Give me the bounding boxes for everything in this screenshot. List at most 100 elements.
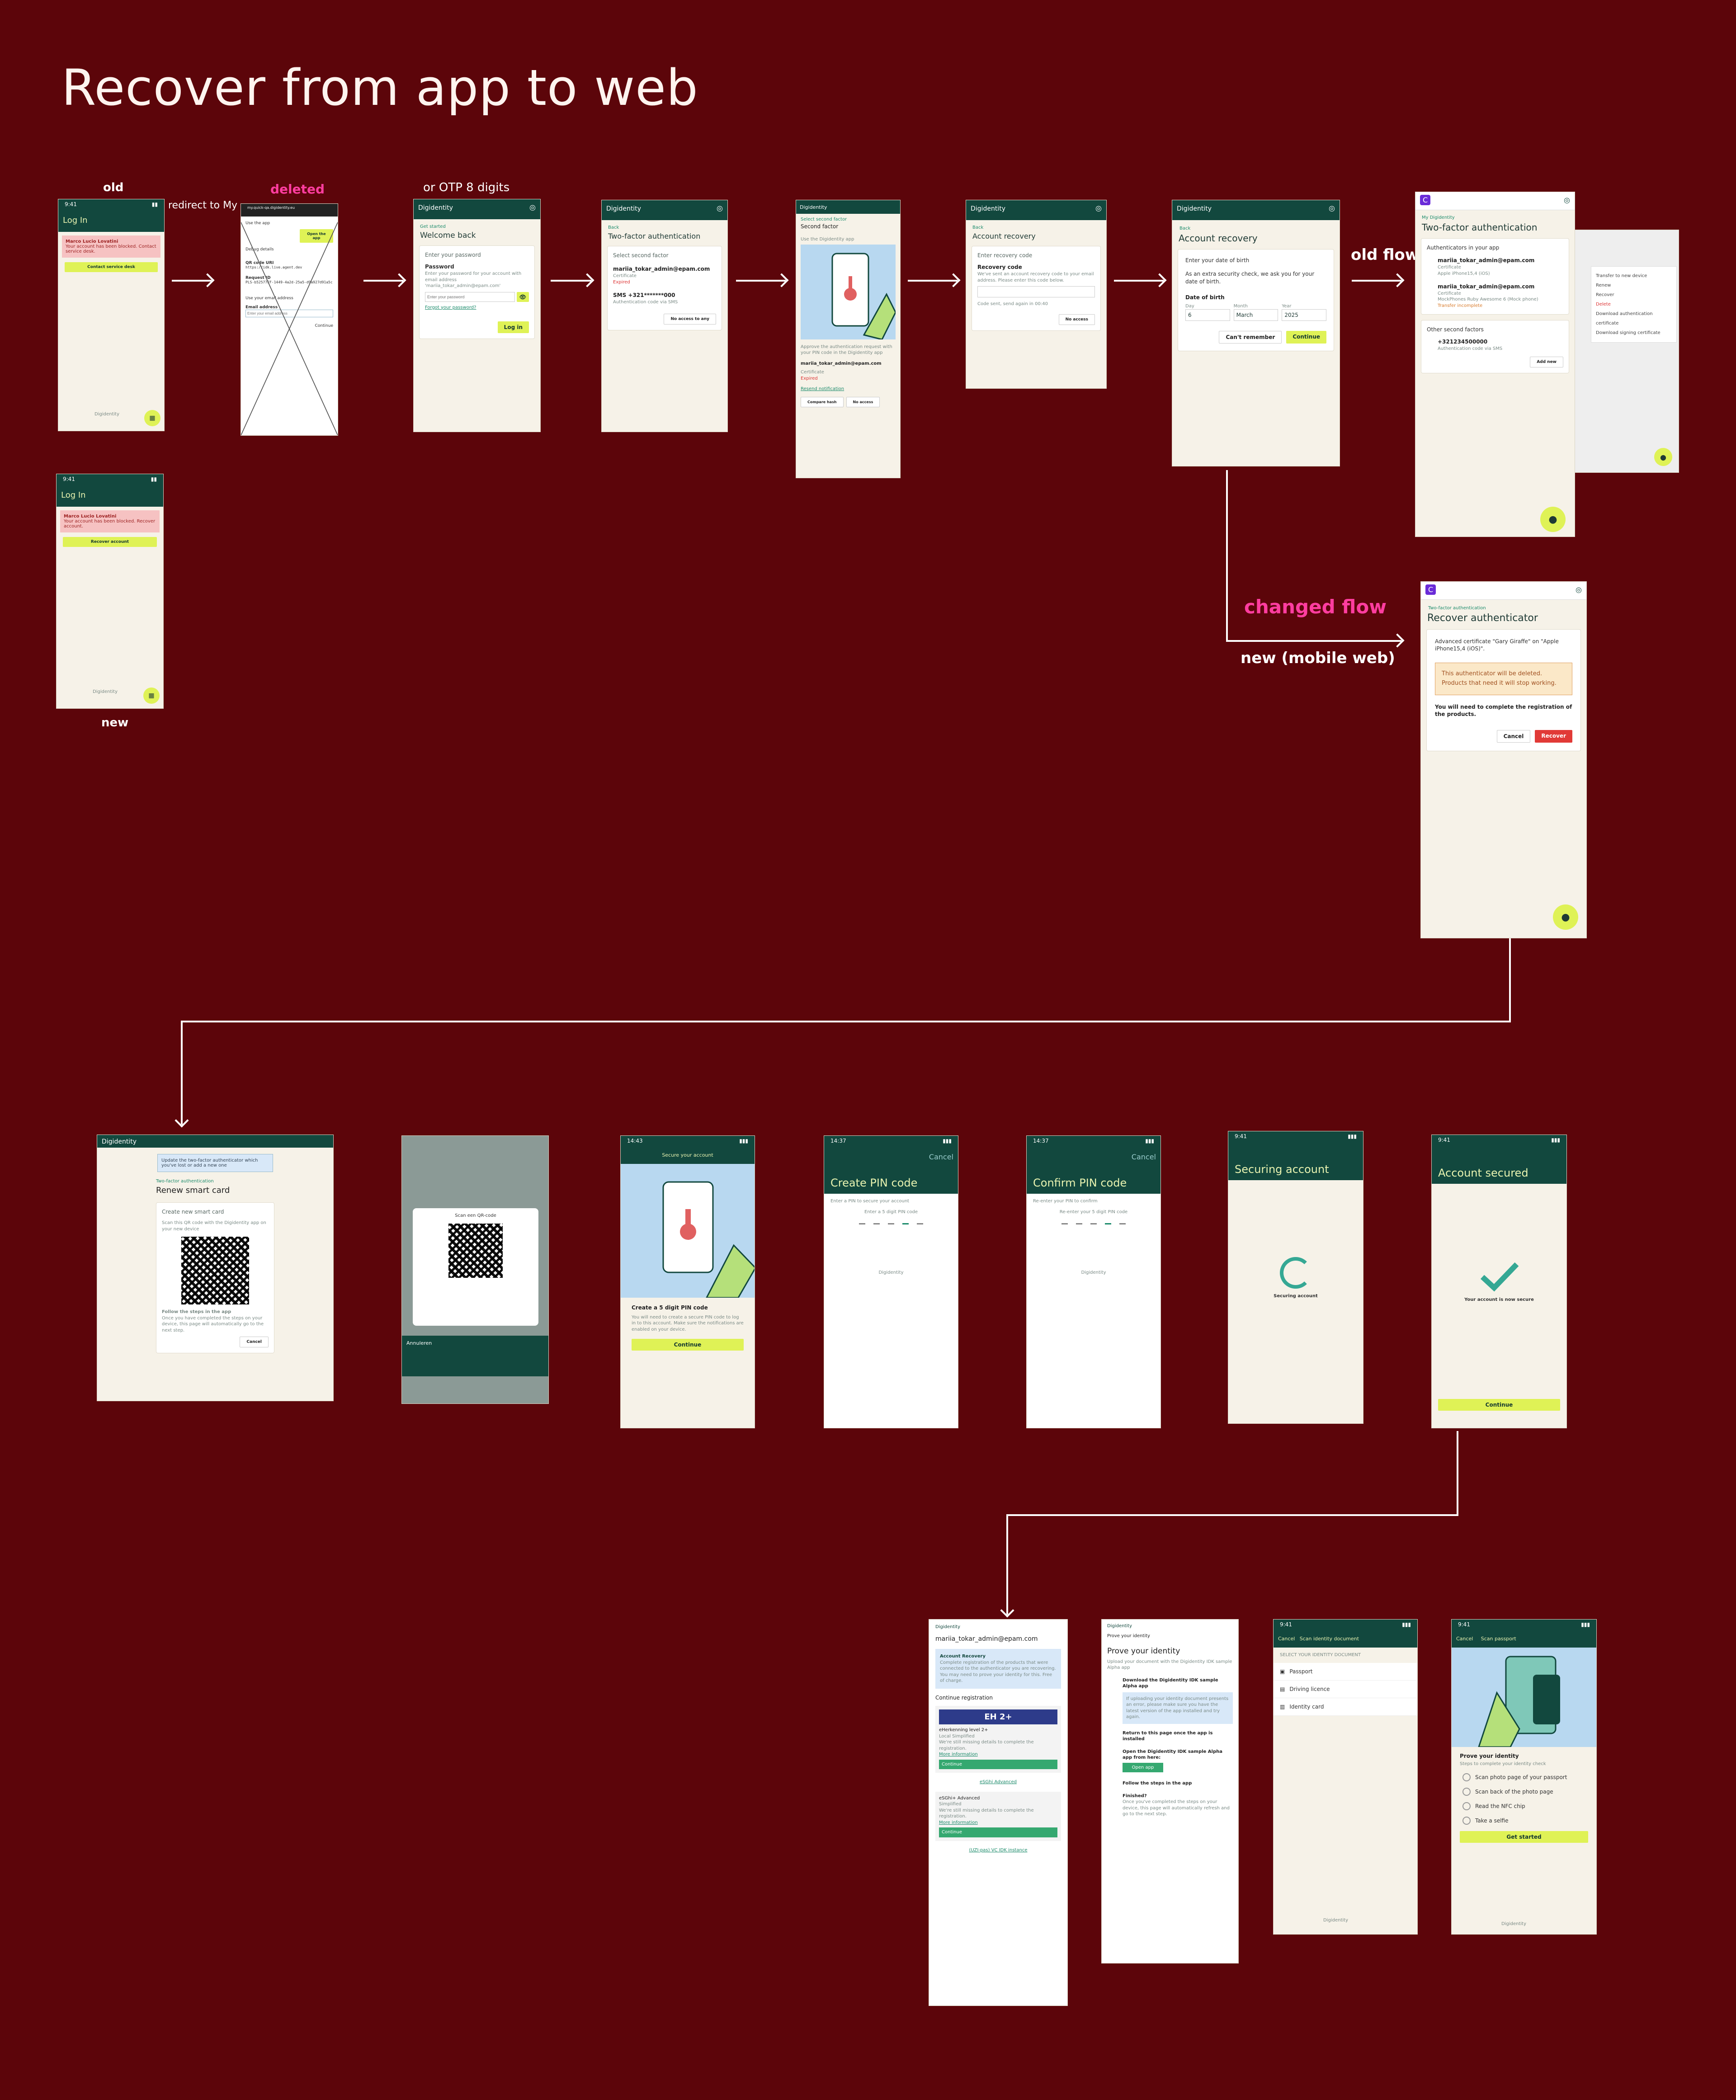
compare-hash-button[interactable]: Compare hash (801, 396, 844, 407)
continue-link[interactable]: Continue (315, 324, 333, 328)
menu-delete[interactable]: Delete (1596, 302, 1611, 307)
alert-title: Marco Lucio Lovatini (64, 514, 117, 519)
product-text: We're still missing details to complete … (939, 1808, 1034, 1819)
back-link[interactable]: Back (1179, 226, 1191, 231)
check-label: Take a selfie (1475, 1817, 1509, 1824)
login-button[interactable]: Log in (497, 321, 529, 334)
year-select[interactable]: 2025 (1282, 309, 1327, 321)
cancel-link[interactable]: Cancel (929, 1153, 953, 1161)
menu-renew[interactable]: Renew (1596, 283, 1611, 288)
menu-recover[interactable]: Recover (1596, 292, 1614, 297)
factor-name: mariia_tokar_admin@epam.com (613, 266, 710, 273)
authenticator-item[interactable]: mariia_tokar_admin@epam.com Certificate … (1427, 257, 1563, 277)
label-new: new (101, 716, 129, 730)
screen-my-authenticators: C◎ My Digidentity Two-factor authenticat… (1415, 192, 1575, 537)
continue-button[interactable]: Continue (1286, 331, 1326, 344)
scan-footer[interactable]: Annuleren (402, 1336, 548, 1376)
forgot-password-link[interactable]: Forgot your password? (425, 305, 476, 310)
screen-title: Securing account (1235, 1163, 1329, 1176)
continue-button[interactable]: Continue (632, 1339, 744, 1351)
signal-icon: ▮▮▮ (1402, 1621, 1411, 1628)
screen-title: Log In (61, 490, 86, 500)
chat-icon[interactable]: ● (1654, 448, 1672, 466)
cant-remember-button[interactable]: Can't remember (1219, 331, 1282, 344)
more-info-link[interactable]: More information (939, 1752, 978, 1757)
document-driving-licence[interactable]: ▤Driving licence (1274, 1680, 1417, 1698)
step-5: Finished? (1123, 1793, 1147, 1799)
factor-option-cert[interactable]: mariia_tokar_admin@epam.com Certificate … (613, 265, 716, 285)
breadcrumb[interactable]: My Digidentity (1422, 215, 1455, 220)
step-label: Get started (420, 224, 446, 229)
warning-box: This authenticator will be deleted. Prod… (1435, 663, 1572, 695)
globe-icon[interactable]: ◎ (529, 203, 536, 212)
continue-button[interactable]: Continue (1438, 1399, 1560, 1411)
recover-account-button[interactable]: Recover account (63, 537, 157, 547)
step-2: Follow the steps in the app (162, 1309, 231, 1315)
cancel-link[interactable]: Cancel (1131, 1153, 1156, 1161)
chat-icon[interactable]: ● (1540, 507, 1566, 532)
continue-button[interactable]: Continue (939, 1827, 1057, 1837)
web-header: Digidentity◎ (1172, 200, 1340, 220)
resend-link[interactable]: Resend notification (801, 386, 844, 392)
breadcrumb[interactable]: Two-factor authentication (156, 1179, 214, 1184)
breadcrumb[interactable]: Two-factor authentication (1428, 606, 1486, 611)
factor-option-sms[interactable]: SMS +321*******000 Authentication code v… (613, 292, 716, 305)
continue-button[interactable]: Continue (939, 1759, 1057, 1770)
cancel-link[interactable]: Cancel (1278, 1636, 1295, 1642)
no-access-button[interactable]: No access (1058, 314, 1095, 325)
screen-title: Account recovery (972, 231, 1036, 240)
menu-download-auth[interactable]: Download authentication certificate (1596, 311, 1653, 326)
flow-line (1006, 1514, 1458, 1516)
back-link[interactable]: Back (972, 225, 984, 230)
qr-scan-button[interactable]: ▦ (144, 410, 160, 426)
globe-icon[interactable]: ◎ (1564, 196, 1570, 204)
screen-secure-account: 14:43▮▮▮ Secure your account Create a 5 … (620, 1135, 755, 1428)
day-select[interactable]: 6 (1185, 309, 1230, 321)
label-old-flow: old flow (1351, 246, 1420, 264)
secured-text: Your account is now secure (1464, 1297, 1534, 1302)
factor-card: Select second factor mariia_tokar_admin@… (607, 245, 722, 331)
back-link[interactable]: Back (608, 225, 619, 230)
pin-heading: Create a 5 digit PIN code (632, 1304, 708, 1311)
cancel-link[interactable]: Cancel (1456, 1636, 1473, 1642)
get-started-button[interactable]: Get started (1460, 1831, 1588, 1843)
pin-input[interactable] (824, 1223, 958, 1224)
cancel-button[interactable]: Cancel (1496, 730, 1531, 743)
cancel-button[interactable]: Cancel (240, 1337, 269, 1348)
check-step: Read the NFC chip (1462, 1802, 1585, 1811)
document-identity-card[interactable]: ▥Identity card (1274, 1698, 1417, 1716)
menu-transfer[interactable]: Transfer to new device (1596, 273, 1647, 278)
menu-download-sign[interactable]: Download signing certificate (1596, 330, 1661, 335)
recover-button[interactable]: Recover (1535, 730, 1572, 743)
open-app-button[interactable]: Open the app (300, 229, 333, 243)
authenticator-item[interactable]: mariia_tokar_admin@epam.com Certificate … (1427, 283, 1563, 309)
footer-brand: Digidentity (878, 1270, 904, 1275)
chat-icon[interactable]: ● (1553, 904, 1578, 930)
globe-icon[interactable]: ◎ (717, 204, 723, 212)
document-passport[interactable]: ▣Passport (1274, 1662, 1417, 1681)
app-header: Cancel Scan identity document (1274, 1632, 1417, 1648)
globe-icon[interactable]: ◎ (1329, 204, 1335, 212)
more-info-link[interactable]: More information (939, 1820, 978, 1825)
qr-scan-button[interactable]: ▦ (143, 687, 160, 704)
cert-type: Certificate (801, 370, 824, 375)
email-input[interactable] (245, 310, 333, 317)
no-access-button[interactable]: No access to any (664, 314, 716, 325)
month-select[interactable]: March (1233, 309, 1278, 321)
show-password-icon[interactable]: 👁 (516, 292, 529, 302)
spinner-icon (1280, 1257, 1311, 1289)
globe-icon[interactable]: ◎ (1095, 204, 1102, 212)
contact-service-desk-button[interactable]: Contact service desk (65, 262, 158, 272)
status-bar: 9:41▮▮▮ (1228, 1131, 1363, 1144)
globe-icon[interactable]: ◎ (1576, 585, 1582, 594)
open-app-button[interactable]: Open app (1123, 1762, 1163, 1773)
recovery-code-input[interactable] (977, 286, 1095, 298)
no-access-button[interactable]: No access (846, 396, 880, 407)
add-new-button[interactable]: Add new (1530, 357, 1563, 368)
password-input[interactable] (425, 292, 515, 302)
authenticator-type: Certificate (1438, 291, 1461, 296)
request-id-value: PLS-b52577FF-1449-4a2d-25a5-d9a927d91a5c (245, 280, 333, 284)
pin-input[interactable] (1027, 1223, 1160, 1224)
check-label: Scan photo page of your passport (1475, 1774, 1567, 1781)
status-time: 9:41 (1235, 1133, 1247, 1139)
